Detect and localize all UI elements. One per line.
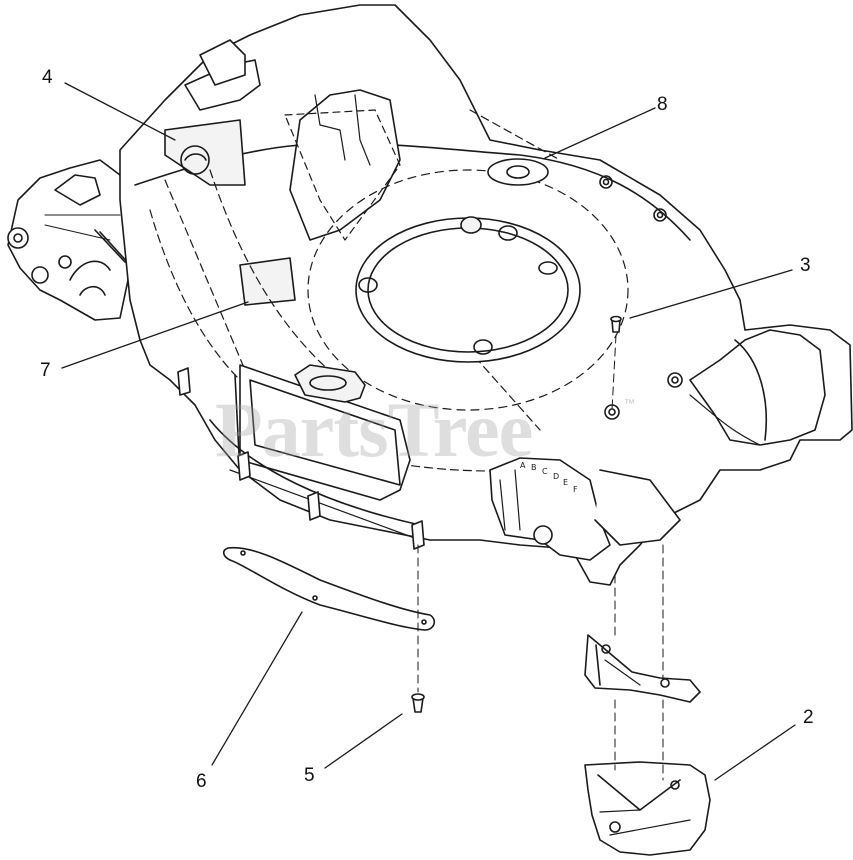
callout-6: 6 (196, 771, 207, 792)
scale-letter-c: C (542, 467, 548, 476)
screw-part (411, 544, 425, 713)
leader-line-3 (629, 269, 793, 319)
callout-7: 7 (40, 360, 51, 381)
leader-line-2 (714, 724, 796, 781)
callout-5: 5 (304, 765, 315, 786)
scale-letter-d: D (553, 472, 559, 481)
leader-line-6 (211, 611, 303, 766)
scale-letter-f: F (573, 485, 578, 494)
small-screw-part (610, 315, 622, 411)
callout-8: 8 (657, 94, 668, 115)
scale-letter-e: E (563, 478, 568, 487)
mower-deck-housing-part (119, 4, 853, 586)
scale-letter-a: A (520, 461, 526, 470)
rear-height-adjuster-part (7, 159, 131, 321)
scale-letter-b: B (531, 463, 537, 472)
watermark-text: PartsTree (215, 386, 533, 473)
callout-4: 4 (42, 67, 53, 88)
callout-2: 2 (803, 707, 814, 728)
plug-bracket-part (584, 634, 701, 703)
leader-line-4 (64, 82, 176, 141)
callout-3: 3 (800, 255, 811, 276)
front-flap-part (222, 546, 436, 631)
leader-line-5 (324, 713, 403, 769)
leader-line-7 (61, 301, 249, 369)
mulch-bracket-part (584, 761, 711, 856)
watermark-trademark: ™ (624, 398, 635, 410)
leader-line-8 (544, 107, 656, 159)
